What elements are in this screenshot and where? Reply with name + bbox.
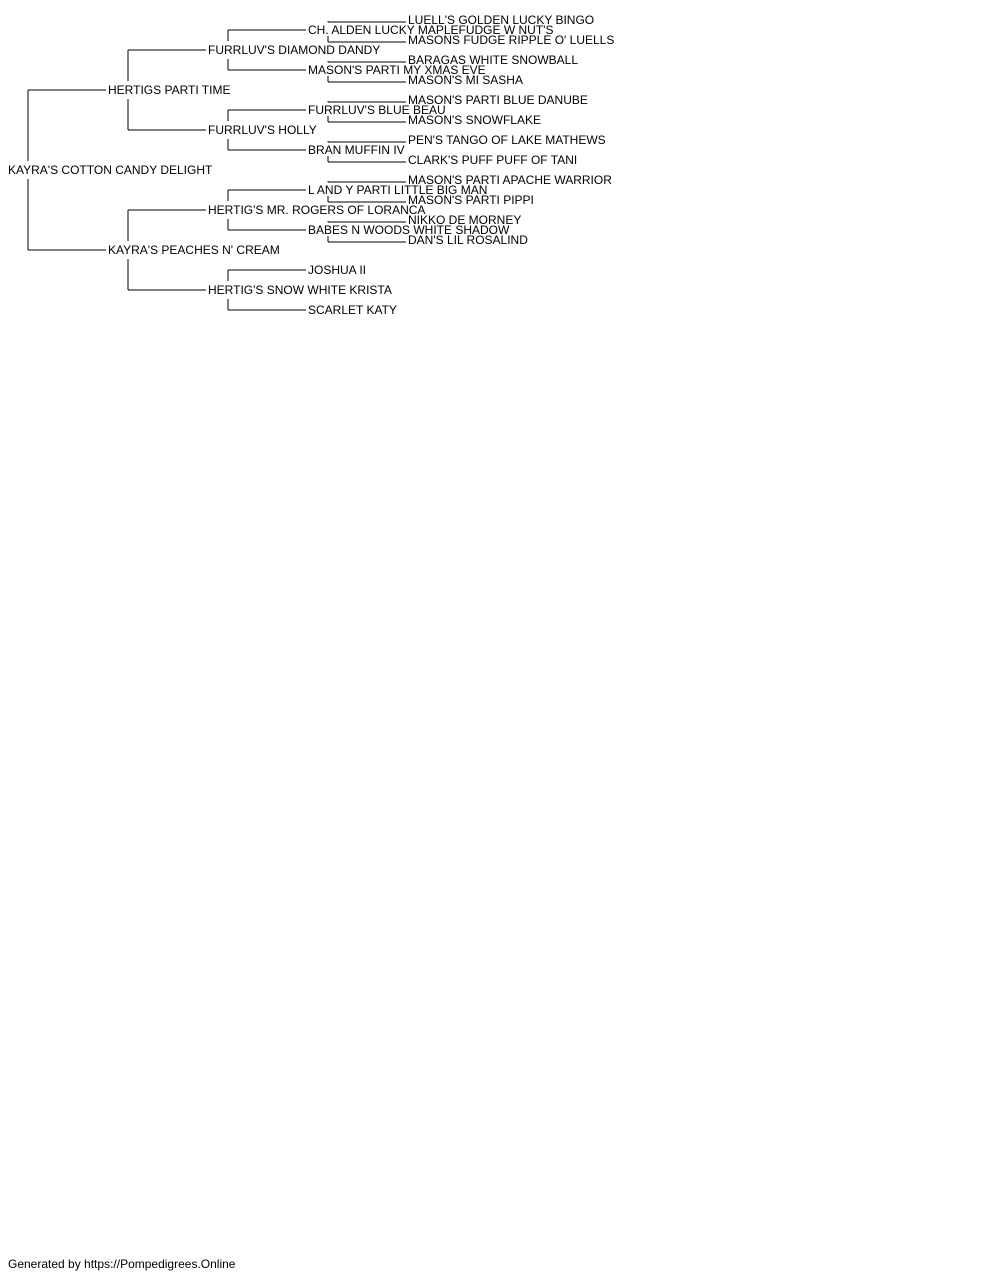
dog-name-sire-l-and-y-parti-little-big-man: L AND Y PARTI LITTLE BIG MAN [308,183,487,197]
dog-name-sire-luell-s-golden-lucky-bingo: LUELL'S GOLDEN LUCKY BINGO [408,13,594,27]
dog-name-dam-furrluv-s-holly: FURRLUV'S HOLLY [208,123,317,137]
dog-name-sire-furrluv-s-blue-beau: FURRLUV'S BLUE BEAU [308,103,446,117]
dog-name-sire-mason-s-parti-blue-danube: MASON'S PARTI BLUE DANUBE [408,93,588,107]
dog-name-dam-clark-s-puff-puff-of-tani: CLARK'S PUFF PUFF OF TANI [408,153,577,167]
dog-name-dam-scarlet-katy: SCARLET KATY [308,303,397,317]
dog-name-sire-nikko-de-morney: NIKKO DE MORNEY [408,213,521,227]
footer-credit: Generated by https://Pompedigrees.Online [8,1257,236,1271]
dog-name-dam-mason-s-snowflake: MASON'S SNOWFLAKE [408,113,541,127]
dog-name-sire-mason-s-parti-apache-warrior: MASON'S PARTI APACHE WARRIOR [408,173,612,187]
dog-name-sire-hertig-s-mr-rogers-of-loranca: HERTIG'S MR. ROGERS OF LORANCA [208,203,425,217]
dog-name-sire-baragas-white-snowball: BARAGAS WHITE SNOWBALL [408,53,578,67]
dog-name-sire-pen-s-tango-of-lake-mathews: PEN'S TANGO OF LAKE MATHEWS [408,133,606,147]
dog-name-sire-joshua-ii: JOSHUA II [308,263,366,277]
dog-name-subject-kayra-s-cotton-candy-delight: KAYRA'S COTTON CANDY DELIGHT [8,163,213,177]
dog-name-sire-hertigs-parti-time: HERTIGS PARTI TIME [108,83,230,97]
dog-name-dam-bran-muffin-iv: BRAN MUFFIN IV [308,143,405,157]
dog-name-dam-mason-s-parti-my-xmas-eve: MASON'S PARTI MY XMAS EVE [308,63,486,77]
dog-name-sire-ch-alden-lucky-maplefudge-w-nut-s: CH. ALDEN LUCKY MAPLEFUDGE W NUT'S [308,23,553,37]
dog-name-sire-furrluv-s-diamond-dandy: FURRLUV'S DIAMOND DANDY [208,43,380,57]
dog-name-dam-babes-n-woods-white-shadow: BABES N WOODS WHITE SHADOW [308,223,510,237]
dog-name-dam-kayra-s-peaches-n-cream: KAYRA'S PEACHES N' CREAM [108,243,280,257]
dog-name-dam-masons-fudge-ripple-o-luells: MASONS FUDGE RIPPLE O' LUELLS [408,33,614,47]
dog-name-dam-mason-s-mi-sasha: MASON'S MI SASHA [408,73,523,87]
dog-name-dam-hertig-s-snow-white-krista: HERTIG'S SNOW WHITE KRISTA [208,283,392,297]
dog-name-dam-dan-s-lil-rosalind: DAN'S LIL ROSALIND [408,233,528,247]
dog-name-dam-mason-s-parti-pippi: MASON'S PARTI PIPPI [408,193,534,207]
